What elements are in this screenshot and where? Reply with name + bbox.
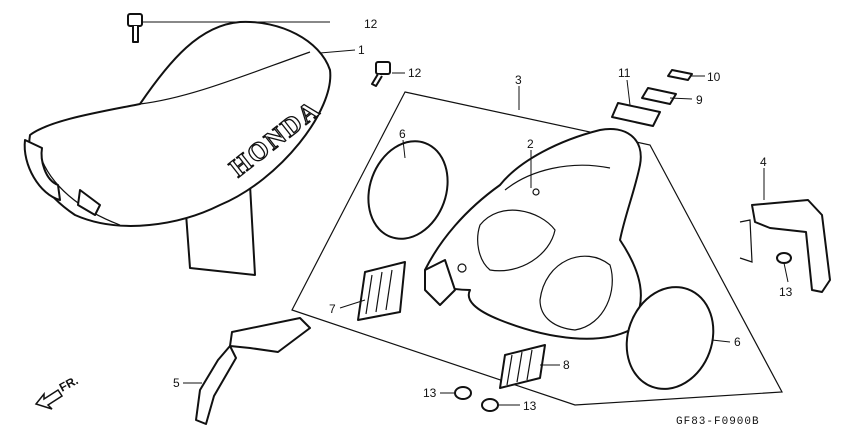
label-part-9[interactable]	[641, 87, 677, 105]
callout-11: 11	[618, 66, 631, 80]
callout-9: 9	[696, 93, 703, 107]
front-direction-indicator: FR.	[34, 373, 81, 410]
callout-5: 5	[173, 376, 180, 390]
label-part-11[interactable]	[611, 102, 661, 127]
seat-part[interactable]: HONDA	[23, 20, 332, 276]
leader-lines	[142, 21, 789, 406]
front-label: FR.	[57, 373, 81, 394]
callout-7: 7	[329, 302, 336, 316]
sticker-part-7[interactable]	[357, 261, 406, 321]
nut-part-13a[interactable]	[776, 252, 792, 264]
nut-part-13b[interactable]	[454, 386, 472, 400]
nut-part-13c[interactable]	[481, 398, 499, 412]
callout-10: 10	[707, 70, 721, 84]
callout-13c: 13	[523, 399, 537, 413]
rear-cowl-part[interactable]	[424, 127, 642, 340]
bracket-part-5[interactable]	[195, 317, 311, 425]
callout-3: 3	[515, 73, 522, 87]
front-arrow-icon	[34, 388, 64, 410]
callout-13a: 13	[779, 285, 793, 299]
callout-1: 1	[358, 43, 365, 57]
bracket-part-4[interactable]	[739, 199, 831, 293]
bolt-part-12b[interactable]	[371, 61, 391, 87]
callout-4: 4	[760, 155, 767, 169]
emblem-part-6a[interactable]	[355, 130, 461, 250]
callout-12a: 12	[364, 17, 378, 31]
label-part-10[interactable]	[667, 69, 693, 81]
callout-12b: 12	[408, 66, 422, 80]
callout-13b: 13	[423, 386, 437, 400]
callout-2: 2	[527, 137, 534, 151]
callout-8: 8	[563, 358, 570, 372]
emblem-part-6b[interactable]	[613, 275, 728, 401]
callout-6b: 6	[734, 335, 741, 349]
callout-6a: 6	[399, 127, 406, 141]
bolt-part-12a[interactable]	[127, 13, 143, 43]
diagram-code: GF83-F0900B	[676, 416, 760, 428]
sticker-part-8[interactable]	[499, 344, 546, 389]
